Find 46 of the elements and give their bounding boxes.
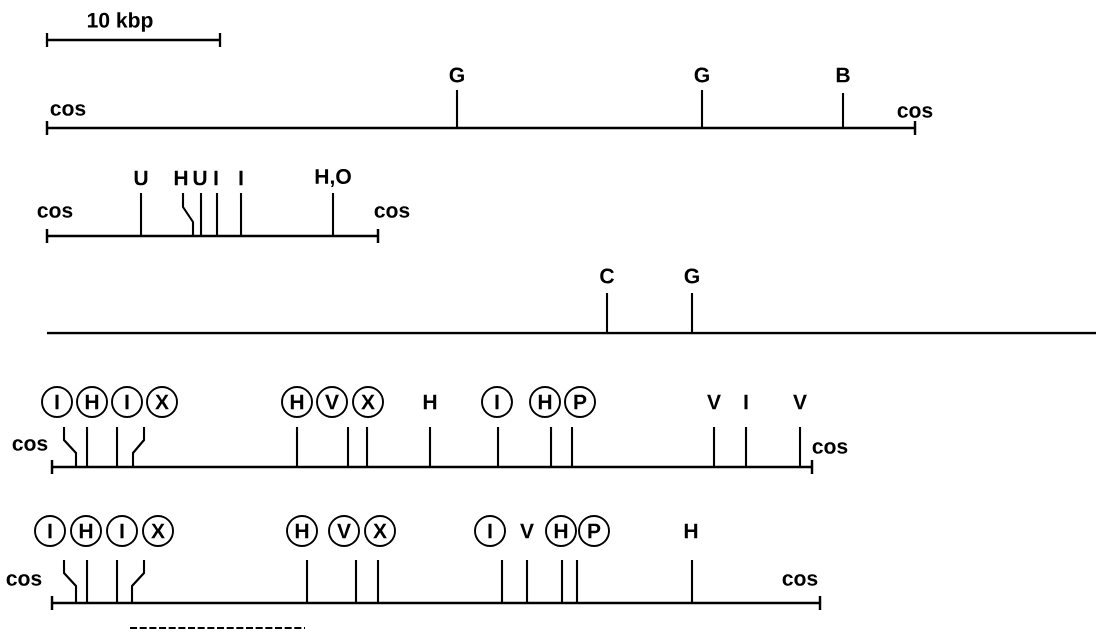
circled-site-label: V [328,515,360,547]
circled-site-label: I [41,386,73,418]
circled-site-label: X [352,386,384,418]
circled-site-label: I [111,386,143,418]
circled-site-label: I [481,386,513,418]
site-label: V [707,394,721,410]
cos-label: cos [897,106,933,118]
scale-label: 10 kbp [87,12,153,32]
site-label: V [520,523,534,539]
cos-label: cos [374,206,410,218]
cos-label: cos [6,574,42,586]
site-label: H [174,170,188,186]
site-label: V [793,394,807,410]
circled-site-label: H [76,386,108,418]
site-label: G [684,268,699,284]
site-label: G [694,67,709,83]
cos-label: cos [37,206,73,218]
cos-label: cos [12,439,48,451]
site-label: C [600,268,615,284]
circled-site-label: H [281,386,313,418]
cos-label: cos [812,442,848,454]
site-label: G [449,67,464,83]
circled-site-label: P [578,515,610,547]
circled-site-label: X [146,386,178,418]
site-label: I [214,170,218,186]
site-label: B [836,67,850,83]
cos-label: cos [50,104,86,116]
circled-site-label: I [106,515,138,547]
circled-site-label: P [564,386,596,418]
site-label: U [193,170,207,186]
circled-site-label: X [364,515,396,547]
circled-site-label: H [545,515,577,547]
site-label: H,O [315,169,351,187]
circled-site-label: I [34,515,66,547]
circled-site-label: H [286,515,318,547]
circled-site-label: H [70,515,102,547]
site-label: I [239,170,243,186]
circled-site-label: X [142,515,174,547]
cos-label: cos [782,574,818,586]
site-label: U [134,170,148,186]
site-label: H [423,394,437,410]
site-label: H [684,523,698,539]
circled-site-label: I [474,515,506,547]
circled-site-label: H [529,386,561,418]
site-label: I [744,394,748,410]
circled-site-label: V [316,386,348,418]
